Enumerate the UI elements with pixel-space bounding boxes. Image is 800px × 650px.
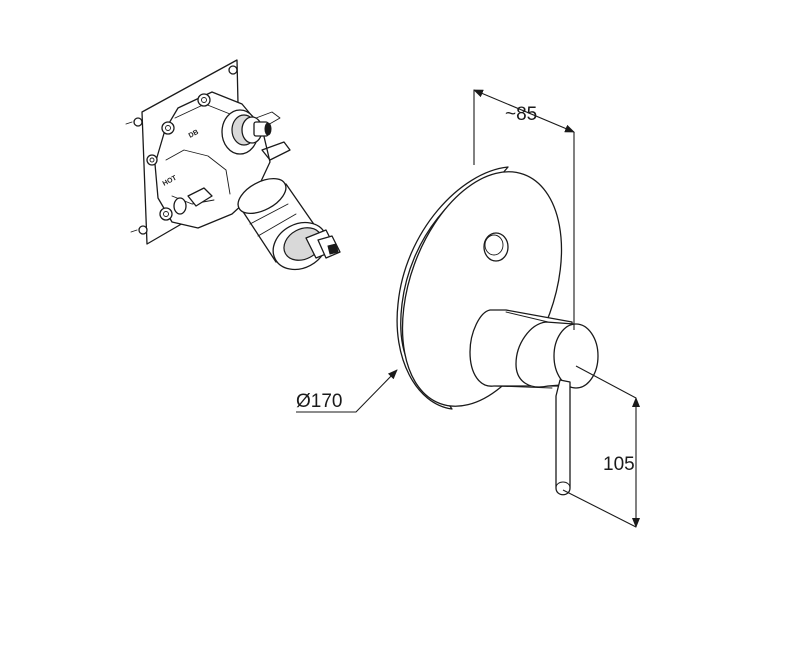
diameter-dimension: Ø170	[296, 369, 398, 413]
diameter-leader	[296, 369, 398, 413]
lever-length-dimension: 105	[562, 365, 640, 528]
lever-extension-bottom	[562, 489, 637, 528]
lever-stem	[555, 379, 571, 496]
diverter-port	[221, 109, 291, 161]
lever-handle	[469, 309, 599, 389]
housing-bolts	[146, 93, 211, 221]
cartridge-spindle	[305, 229, 341, 259]
port-marking-top: DB	[188, 129, 200, 140]
depth-dimension-line	[473, 89, 575, 133]
mixer-trim	[396, 166, 599, 496]
diverter-knob	[483, 232, 509, 262]
side-nozzle	[173, 187, 213, 215]
lever-extension-top	[575, 365, 637, 399]
depth-dimension: ~85	[473, 89, 575, 330]
lever-length-label: 105	[603, 454, 635, 475]
diameter-label: Ø170	[296, 391, 342, 412]
depth-label: ~85	[505, 104, 537, 125]
concealed-valve-body: DB HOT	[125, 59, 341, 271]
